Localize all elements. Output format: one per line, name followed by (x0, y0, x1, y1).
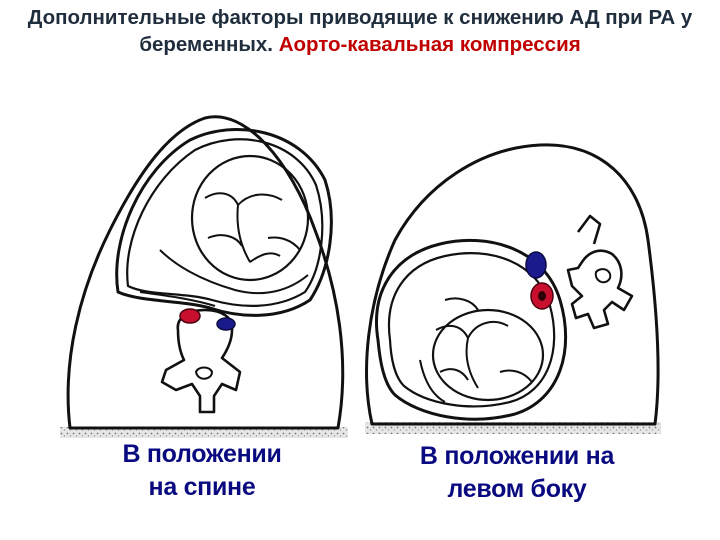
floor-supine (60, 427, 348, 438)
supine-body-outline (66, 115, 345, 430)
supine-cross-section (66, 115, 345, 430)
supine-spinal-canal (195, 366, 213, 380)
lateral-fetal-head (431, 308, 545, 402)
lateral-aorta-lumen (538, 291, 546, 301)
lateral-vertebra (566, 214, 634, 330)
supine-aorta (179, 308, 201, 324)
caption-supine: В положении на спине (92, 438, 312, 504)
supine-skull-sutures (204, 192, 301, 263)
lateral-spinal-canal (594, 268, 612, 284)
title-accent: Аорто-кавальная компрессия (278, 33, 581, 56)
caption-supine-line2: на спине (148, 473, 256, 501)
caption-lateral-line2: левом боку (447, 475, 587, 503)
supine-uterus-inner (126, 138, 324, 307)
lateral-skull-sutures (419, 297, 533, 403)
supine-uterine-fold (159, 249, 309, 295)
lateral-cross-section (365, 143, 660, 426)
supine-vertebra (160, 308, 242, 414)
caption-lateral: В положении на левом боку (392, 440, 642, 506)
supine-lower-fold (139, 291, 216, 307)
caption-lateral-line1: В положении на (419, 442, 615, 470)
title-main: Дополнительные факторы приводящие к сниж… (27, 6, 693, 56)
supine-uterus-outer (115, 128, 333, 317)
slide-title: Дополнительные факторы приводящие к сниж… (0, 4, 720, 58)
lateral-uterus-inner (387, 252, 556, 408)
lateral-body-outline (365, 143, 660, 426)
lateral-vena-cava (525, 251, 547, 279)
lateral-uterus-outer (375, 239, 568, 421)
supine-fetal-head (190, 154, 310, 282)
supine-vena-cava (216, 317, 236, 331)
caption-supine-line1: В положении (122, 440, 282, 468)
